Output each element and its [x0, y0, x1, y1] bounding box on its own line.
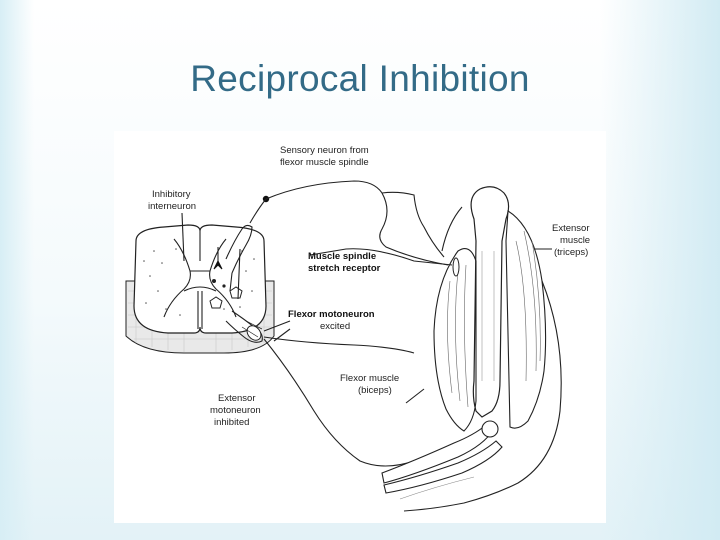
background-left-tint [0, 0, 34, 540]
label-extensor-muscle-1: Extensor [552, 223, 590, 234]
label-extensor-muscle-2: muscle [560, 235, 590, 246]
label-sensory-neuron-1: Sensory neuron from [280, 145, 369, 156]
reciprocal-inhibition-figure: Sensory neuron from flexor muscle spindl… [114, 131, 606, 523]
label-inhibitory-2: interneuron [148, 201, 196, 212]
label-flexor-moto-1: Flexor motoneuron [288, 309, 375, 320]
sensory-neuron-path [249, 180, 449, 266]
figure-labels: Sensory neuron from flexor muscle spindl… [148, 145, 590, 428]
label-flexor-moto-2: excited [320, 321, 350, 332]
label-spindle-1: Muscle spindle [308, 251, 376, 262]
label-extensor-muscle-3: (triceps) [554, 247, 588, 258]
diagram-svg: Sensory neuron from flexor muscle spindl… [125, 145, 590, 512]
slide-title: Reciprocal Inhibition [190, 58, 530, 99]
arm-illustration [381, 186, 562, 512]
label-extensor-moto-1: Extensor [218, 393, 256, 404]
label-inhibitory-1: Inhibitory [152, 189, 191, 200]
label-extensor-moto-3: inhibited [214, 417, 249, 428]
spinal-cord [125, 224, 275, 354]
label-spindle-2: stretch receptor [308, 263, 381, 274]
label-sensory-neuron-2: flexor muscle spindle [280, 157, 369, 168]
label-extensor-moto-2: motoneuron [210, 405, 261, 416]
label-flexor-muscle-1: Flexor muscle [340, 373, 399, 384]
label-flexor-muscle-2: (biceps) [358, 385, 392, 396]
nerve-roots [217, 224, 263, 343]
background-right-tint [600, 0, 720, 540]
leader-lines [181, 212, 552, 404]
